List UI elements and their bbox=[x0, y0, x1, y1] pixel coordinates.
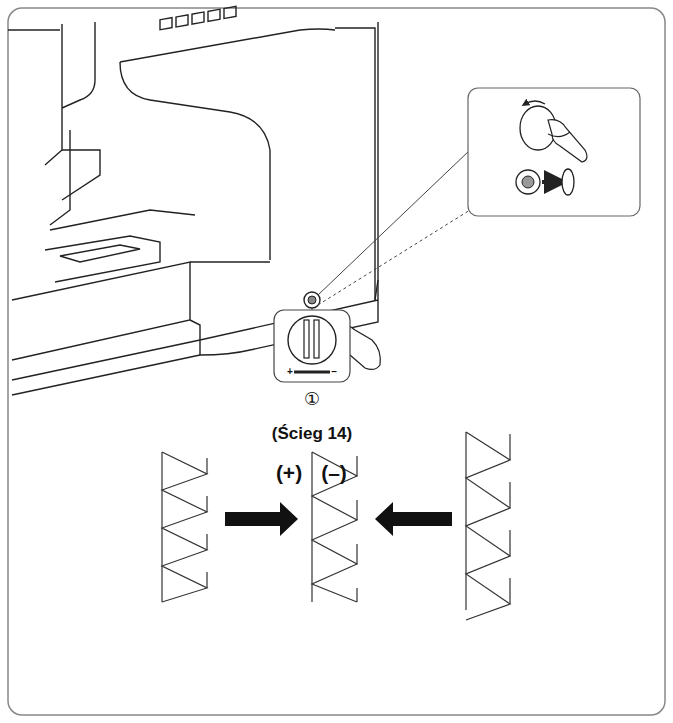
stitch-pattern bbox=[162, 432, 510, 620]
stitch-label: (Ścieg 14) bbox=[272, 425, 352, 442]
adjust-arrow bbox=[225, 502, 452, 536]
adjust-sign: (–) bbox=[321, 462, 347, 483]
dial-mark: – bbox=[330, 367, 338, 377]
sewing-machine bbox=[8, 6, 378, 395]
dial-hole bbox=[304, 292, 320, 308]
frame bbox=[8, 8, 665, 715]
adjust-sign: (+) bbox=[276, 462, 302, 483]
callout-number: ① bbox=[304, 390, 320, 408]
dial-zoom bbox=[274, 310, 350, 382]
dial-mark: + bbox=[286, 367, 294, 377]
leader-line bbox=[312, 150, 470, 318]
inset-detail bbox=[468, 88, 640, 216]
